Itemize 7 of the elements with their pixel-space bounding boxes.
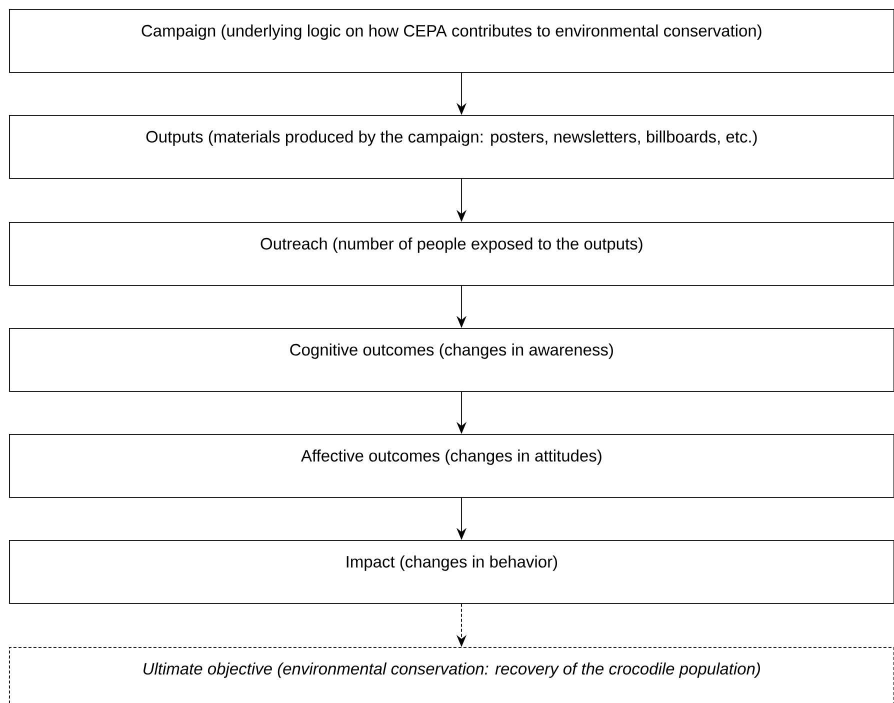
process-box: Campaign (underlying logic on how CEPA contributes to environmental conservation): [9, 9, 894, 73]
process-box: Ultimate objective (environmental conservation: recovery of the crocodile population): [9, 647, 894, 703]
process-box: Impact (changes in behavior): [9, 540, 894, 604]
process-box: Outreach (number of people exposed to the outputs): [9, 222, 894, 286]
process-box: Cognitive outcomes (changes in awareness): [9, 328, 894, 392]
process-box: Outputs (materials produced by the campaign: posters, newsletters, billboards, etc.): [9, 115, 894, 179]
process-box: Affective outcomes (changes in attitudes): [9, 434, 894, 498]
